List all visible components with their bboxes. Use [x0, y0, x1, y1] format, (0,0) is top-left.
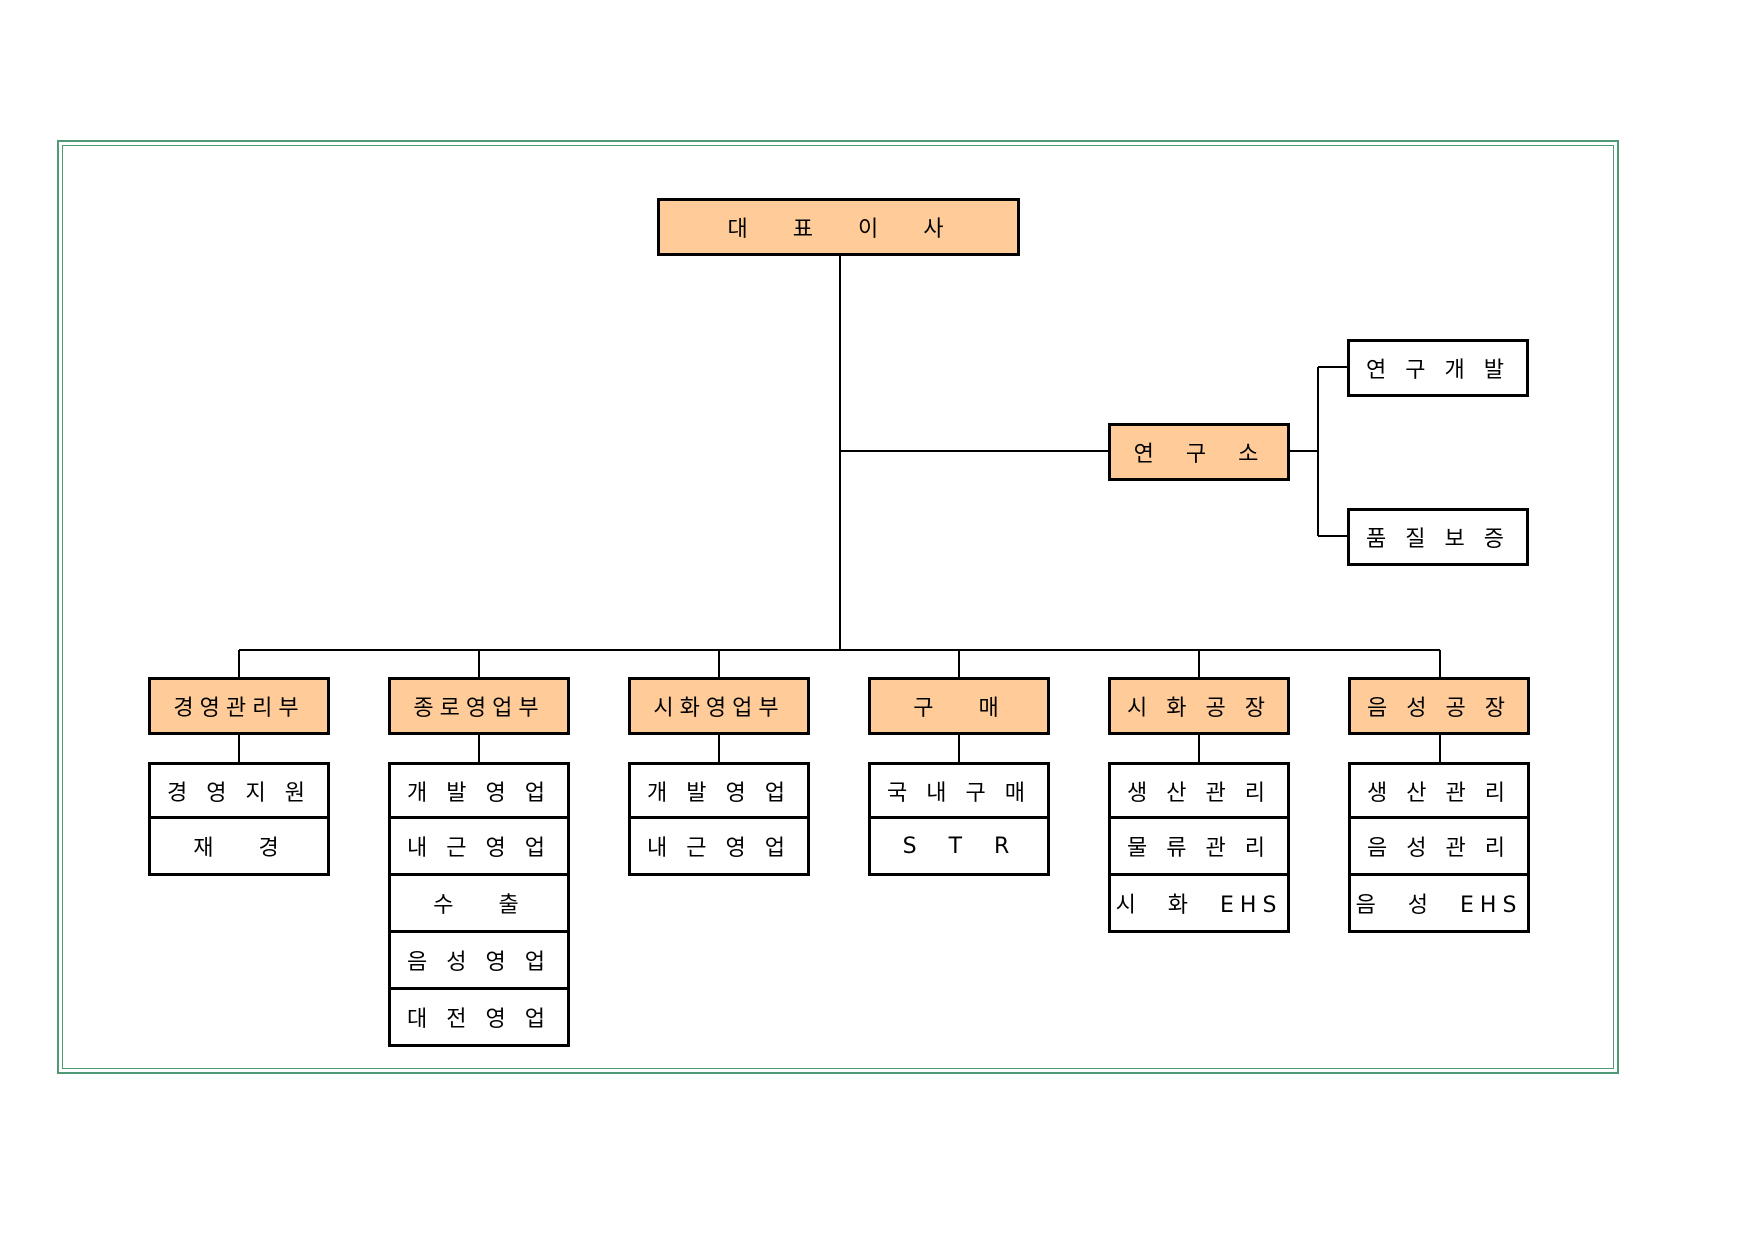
- chart-frame-outer: [57, 140, 1619, 1074]
- team-box: 개 발 영 업: [388, 762, 570, 819]
- ceo-box: 대 표 이 사: [657, 198, 1020, 256]
- dept-box-jongno-sales: 종로영업부: [388, 677, 570, 735]
- team-box: 음 성 EHS: [1348, 876, 1530, 933]
- team-box: 생 산 관 리: [1108, 762, 1290, 819]
- team-box: 재 경: [148, 819, 330, 876]
- team-box: 경 영 지 원: [148, 762, 330, 819]
- lab-team-rnd: 연 구 개 발: [1347, 339, 1529, 397]
- dept-box-eumseong-plant: 음 성 공 장: [1348, 677, 1530, 735]
- team-box: 수 출: [388, 876, 570, 933]
- team-box: S T R: [868, 819, 1050, 876]
- team-box: 생 산 관 리: [1348, 762, 1530, 819]
- lab-box: 연 구 소: [1108, 423, 1290, 481]
- team-box: 국 내 구 매: [868, 762, 1050, 819]
- team-box: 물 류 관 리: [1108, 819, 1290, 876]
- team-box: 대 전 영 업: [388, 990, 570, 1047]
- team-box: 시 화 EHS: [1108, 876, 1290, 933]
- dept-box-management: 경영관리부: [148, 677, 330, 735]
- chart-frame-inner: [62, 145, 1614, 1069]
- lab-team-qa: 품 질 보 증: [1347, 508, 1529, 566]
- team-box: 내 근 영 업: [628, 819, 810, 876]
- dept-box-sihwa-plant: 시 화 공 장: [1108, 677, 1290, 735]
- team-box: 음 성 영 업: [388, 933, 570, 990]
- dept-box-purchasing: 구 매: [868, 677, 1050, 735]
- team-box: 내 근 영 업: [388, 819, 570, 876]
- dept-box-sihwa-sales: 시화영업부: [628, 677, 810, 735]
- team-box: 음 성 관 리: [1348, 819, 1530, 876]
- team-box: 개 발 영 업: [628, 762, 810, 819]
